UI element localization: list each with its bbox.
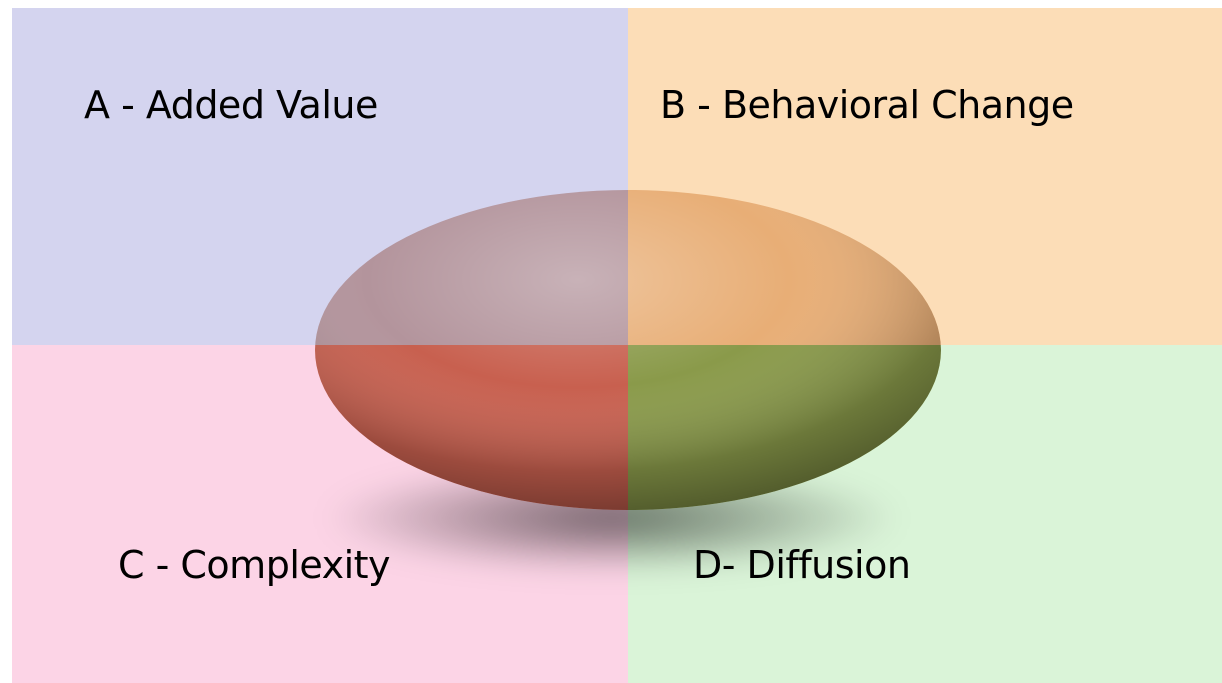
label-diffusion: D- Diffusion [693, 543, 911, 587]
quadrant-slide: A - Added Value B - Behavioral Change C … [12, 8, 1222, 683]
label-behavioral-change: B - Behavioral Change [660, 83, 1074, 127]
label-added-value: A - Added Value [84, 83, 378, 127]
egg-image [315, 190, 941, 573]
label-complexity: C - Complexity [118, 543, 391, 587]
